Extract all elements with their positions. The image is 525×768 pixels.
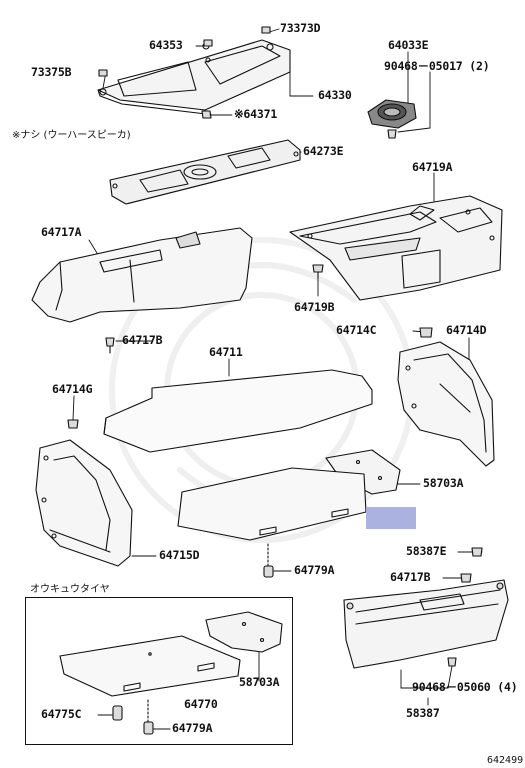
label-90468-05060: 90468－05060 (4) <box>412 680 518 694</box>
clip-64779A <box>263 543 274 578</box>
label-64775C: 64775C <box>41 707 82 721</box>
label-64770: 64770 <box>184 697 218 711</box>
clip-64714G <box>67 419 79 429</box>
label-64717B-bottom: 64717B <box>390 570 431 584</box>
diagram-number: 642499 <box>487 755 524 766</box>
push-clip-64719B <box>312 264 324 279</box>
label-58387E: 58387E <box>406 544 447 558</box>
spare-tire-inset-frame <box>25 597 293 745</box>
label-64714G: 64714G <box>52 382 93 396</box>
package-tray-panel <box>109 139 301 205</box>
fasteners-right <box>447 547 483 667</box>
package-tray-trim <box>97 39 291 115</box>
label-64273E: 64273E <box>303 144 344 158</box>
label-73373D: 73373D <box>280 21 321 35</box>
label-58387: 58387 <box>406 706 440 720</box>
rear-panel-trim <box>343 579 509 669</box>
left-wheelhouse-trim <box>35 439 133 567</box>
label-58703A-top: 58703A <box>423 476 464 490</box>
label-64033E: 64033E <box>388 38 429 52</box>
label-64715D: 64715D <box>159 548 200 562</box>
label-64714D: 64714D <box>446 323 487 337</box>
fasteners-top <box>98 26 271 77</box>
inset-title: オウキュウタイヤ <box>30 584 110 595</box>
label-58703A-inset: 58703A <box>239 675 280 689</box>
left-side-trim-64717A <box>31 227 253 323</box>
label-64714C: 64714C <box>336 323 377 337</box>
label-64719B: 64719B <box>294 300 335 314</box>
speaker-grille-64033E <box>367 99 417 139</box>
label-64779A-inset: 64779A <box>172 721 213 735</box>
trunk-floor-mat <box>103 369 373 453</box>
clip-64371 <box>201 110 212 119</box>
label-64779A-top: 64779A <box>294 563 335 577</box>
label-64371: ※64371 <box>234 107 278 121</box>
right-wheelhouse-trim <box>397 341 495 467</box>
label-64353: 64353 <box>149 38 183 52</box>
label-64711: 64711 <box>209 345 243 359</box>
inset-clips <box>112 699 154 735</box>
label-64717A: 64717A <box>41 225 82 239</box>
deck-board <box>177 467 367 541</box>
clip-64717B <box>105 337 115 354</box>
label-64719A: 64719A <box>412 160 453 174</box>
note-no-woofer: ※ナシ (ウーハースピーカ) <box>12 130 131 141</box>
label-64717B-top: 64717B <box>122 333 163 347</box>
label-73375B: 73375B <box>31 65 72 79</box>
trunk-lid-trim <box>289 195 503 301</box>
highlight-marker <box>366 507 416 529</box>
clip-64714C <box>419 327 433 338</box>
label-90468-05017: 90468－05017 (2) <box>384 59 490 73</box>
label-64330: 64330 <box>318 88 352 102</box>
inset-spare-tire-cover <box>205 611 283 653</box>
inset-deck-board <box>59 635 241 697</box>
